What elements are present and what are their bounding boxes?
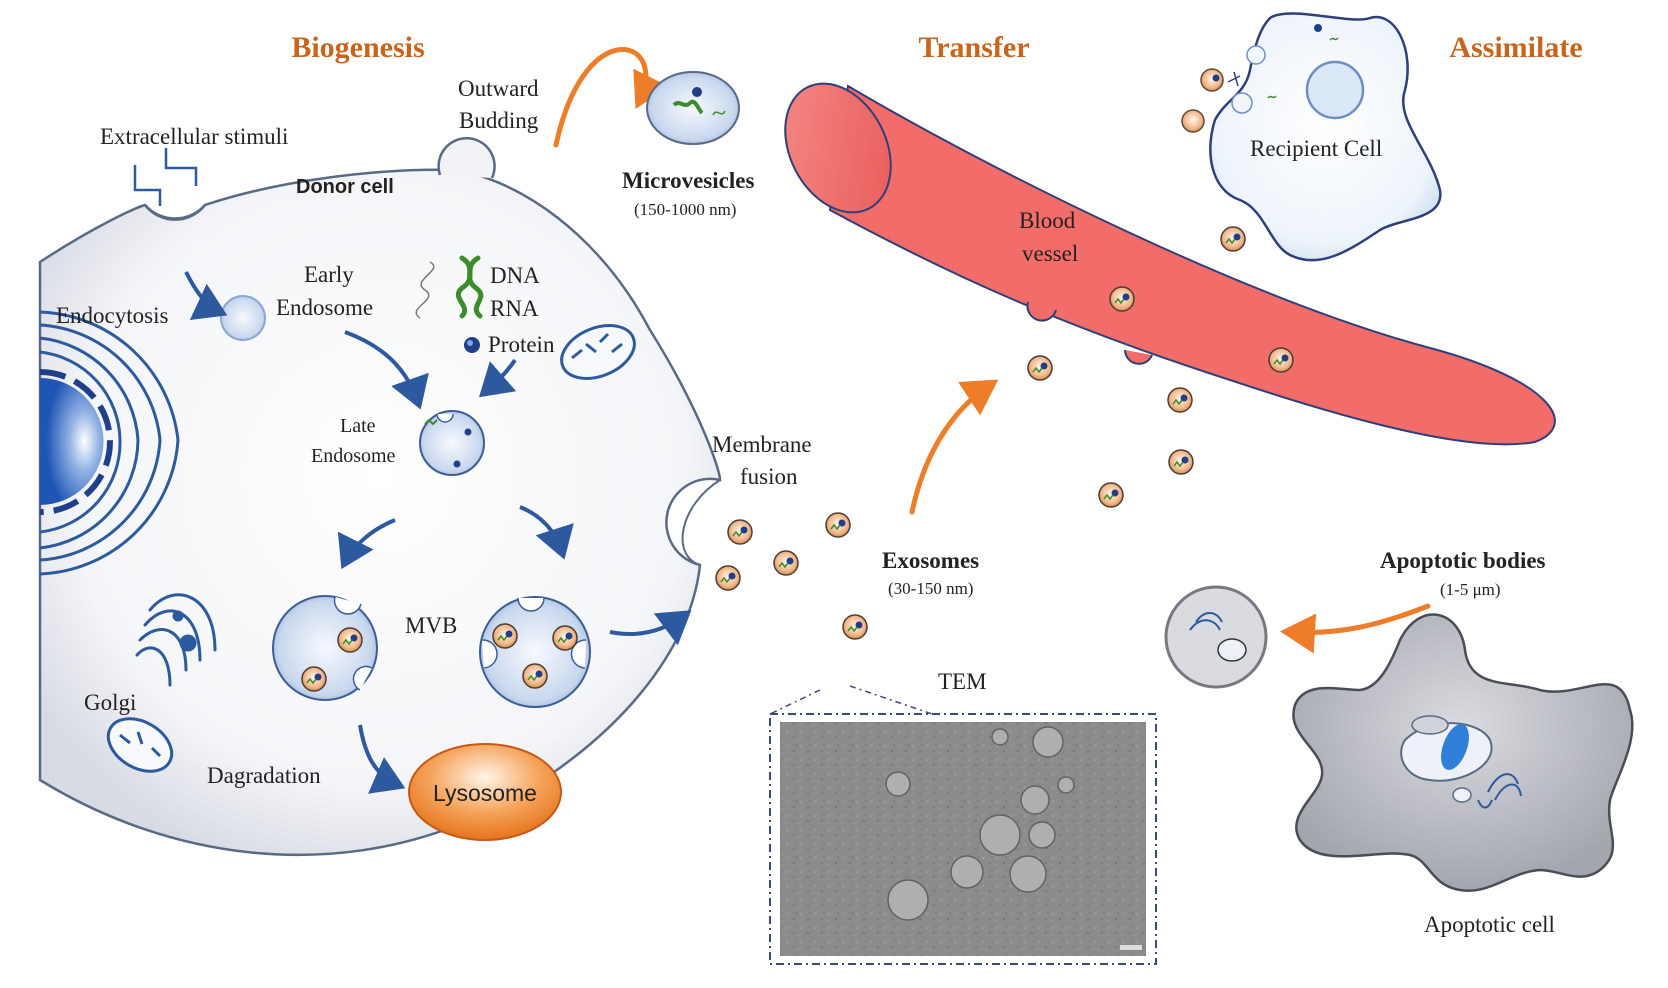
label-late-endosome-2: Endosome — [311, 445, 396, 467]
dna-helix-icon — [455, 255, 484, 319]
protein-dot-icon — [464, 337, 480, 353]
label-microvesicles: Microvesicles — [622, 168, 754, 193]
blood-vessel-icon — [784, 82, 1556, 446]
label-apoptotic-cell: Apoptotic cell — [1424, 912, 1555, 937]
nucleus-icon — [39, 310, 180, 576]
label-early-endosome-2: Endosome — [276, 295, 373, 320]
label-outward-budding-2: Budding — [459, 108, 539, 133]
arrow-icon — [184, 271, 692, 794]
label-mvb: MVB — [405, 613, 457, 638]
late-endosome — [419, 410, 485, 476]
exosome-icon — [1027, 355, 1053, 381]
mvb-vesicle — [272, 595, 378, 701]
exosome-icon — [1168, 449, 1194, 475]
exosome-icon — [773, 550, 799, 576]
exosome-icon — [1167, 387, 1193, 413]
label-late-endosome-1: Late — [340, 415, 376, 437]
exosome-icon — [842, 614, 868, 640]
label-dna: DNA — [490, 263, 540, 288]
label-apoptotic-bodies: Apoptotic bodies — [1380, 548, 1546, 573]
exosome-icon — [301, 666, 327, 692]
rna-strand-icon — [415, 261, 435, 319]
label-exosomes: Exosomes — [882, 548, 979, 573]
early-endosome-vesicle — [220, 295, 266, 341]
label-exosomes-size: (30-150 nm) — [888, 579, 973, 598]
label-endocytosis: Endocytosis — [56, 303, 168, 328]
exosome-icon — [1220, 226, 1246, 252]
exosome-icon — [552, 625, 578, 651]
label-blood-vessel-1: Blood — [1019, 208, 1076, 233]
heading-transfer: Transfer — [918, 31, 1029, 64]
exosome-icon — [715, 565, 741, 591]
label-lysosome: Lysosome — [433, 780, 537, 806]
exosome-icon — [1200, 68, 1224, 92]
label-apoptotic-bodies-size: (1-5 μm) — [1440, 580, 1501, 599]
exosome-icon — [1109, 286, 1135, 312]
label-extracellular-stimuli: Extracellular stimuli — [100, 124, 288, 149]
recipient-cell — [1209, 12, 1442, 262]
label-membrane-fusion-1: Membrane — [712, 432, 812, 457]
arrow-icon — [553, 47, 1431, 654]
label-degradation: Dagradation — [207, 763, 321, 788]
label-outward-budding-1: Outward — [458, 76, 539, 101]
apoptotic-cell — [1292, 613, 1634, 892]
apoptotic-body — [1164, 585, 1268, 689]
exosome-icon — [1268, 347, 1294, 373]
label-donor-cell: Donor cell — [296, 176, 394, 198]
exosome-icon — [337, 627, 363, 653]
exosome-icon — [492, 623, 518, 649]
label-early-endosome-1: Early — [304, 262, 354, 287]
label-protein: Protein — [488, 332, 555, 357]
label-microvesicles-size: (150-1000 nm) — [634, 200, 736, 219]
label-blood-vessel-2: vessel — [1022, 241, 1078, 266]
exosome-icon — [727, 519, 753, 545]
golgi-icon — [135, 593, 217, 687]
label-tem: TEM — [938, 669, 987, 694]
label-membrane-fusion-2: fusion — [740, 464, 798, 489]
exosome-icon — [1098, 482, 1124, 508]
exosome-icon — [522, 663, 548, 689]
mvb-vesicle — [479, 596, 591, 708]
mitochondrion-icon — [106, 717, 174, 773]
stimuli-arrows — [133, 148, 198, 206]
exosome-icon — [825, 512, 851, 538]
heading-biogenesis: Biogenesis — [291, 31, 424, 64]
microvesicle — [646, 71, 740, 145]
tem-micrograph — [769, 685, 1157, 965]
label-recipient-cell: Recipient Cell — [1250, 136, 1382, 161]
label-rna: RNA — [490, 296, 539, 321]
exosome-icon — [1181, 109, 1205, 133]
heading-assimilate: Assimilate — [1449, 31, 1582, 64]
label-golgi: Golgi — [84, 690, 136, 715]
lysosome-icon — [408, 743, 562, 841]
mitochondrion-icon — [560, 324, 636, 380]
